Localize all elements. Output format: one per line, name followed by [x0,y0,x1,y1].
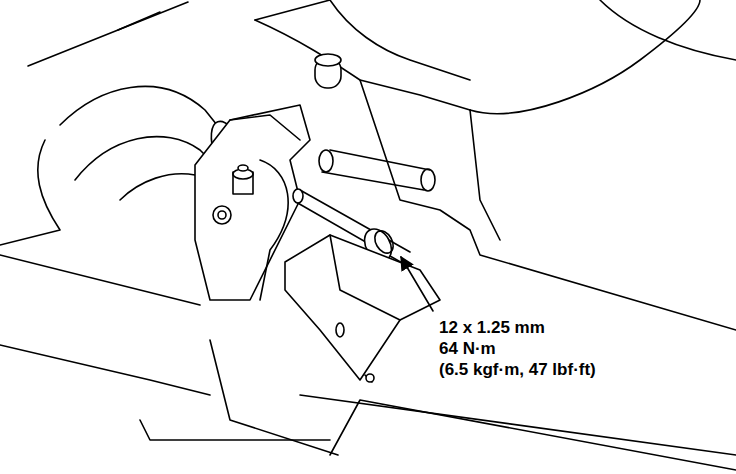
hose-part [120,174,195,200]
background-lines-part [0,255,200,305]
pin-cylinder [319,150,435,191]
background-lines-part [28,2,188,66]
lower-bracket-part [366,374,374,382]
mount-bracket-part [213,206,231,224]
transmission-housing-part [600,0,736,60]
torque-spec: (6.5 kgf·m, 47 lbf·ft) [437,359,598,380]
mount-bracket-part [218,211,226,219]
pin-cylinder-part [330,150,430,170]
transmission-housing-part [470,110,500,240]
transmission-housing-part [315,54,341,66]
hose-part [0,140,60,245]
pin-cylinder-part [421,169,435,191]
background-lines-part [0,345,210,395]
mount-bracket-part [230,115,300,140]
background-lines-part [118,12,160,30]
mount-bracket-part [238,165,248,171]
hose-part [60,86,225,135]
lower-bracket-part [285,235,440,380]
transmission-housing-part [330,0,470,80]
mount-bracket-part [260,160,288,300]
background-lines-part [140,420,330,440]
transmission-housing-part [255,0,330,20]
lower-bracket [285,235,440,382]
transmission-housing-part [255,20,470,110]
lower-bracket-part [330,235,400,320]
leader-line [401,257,433,311]
leader-line-part [401,257,433,311]
lower-bracket-part [336,323,344,337]
through-bolt-part [293,189,303,203]
torque-callout: 12 x 1.25 mm64 N·m(6.5 kgf·m, 47 lbf·ft) [437,317,598,380]
transmission-housing-part [470,0,700,114]
pin-cylinder-part [322,172,424,190]
background-lines-part [300,395,736,455]
bolt-size: 12 x 1.25 mm [437,317,598,338]
background-lines-part [330,400,736,470]
torque-spec: 64 N·m [437,338,598,359]
pin-cylinder-part [319,150,333,172]
